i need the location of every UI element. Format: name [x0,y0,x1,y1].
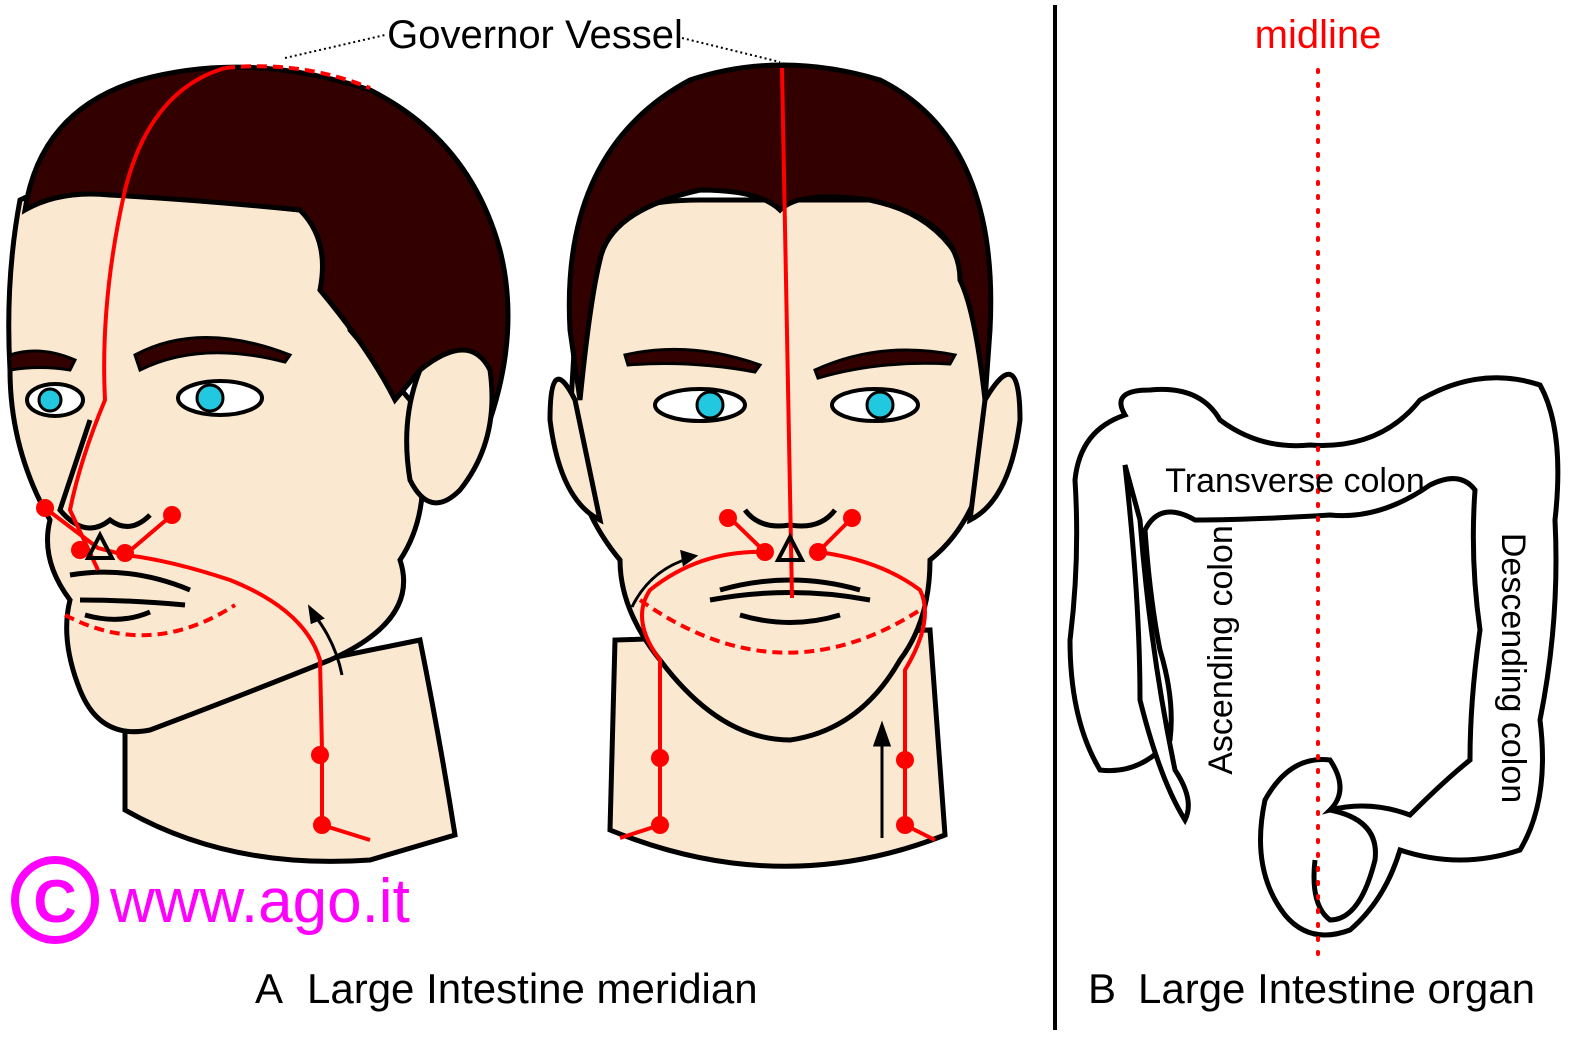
caption-b-text: Large Intestine organ [1138,965,1535,1012]
large-intestine-meridian [43,64,936,842]
iris-left [37,387,63,413]
governor-vessel-leader-right [681,37,781,63]
eyebrow-right [133,336,293,373]
governor-vessel-dashed-top [224,64,371,90]
meridian-path-side [43,506,324,825]
caption-b-letter: B [1088,965,1116,1012]
triangle-markers [84,530,806,562]
meridian-dashed-jaw-side [64,603,237,638]
eyebrow-left [8,349,78,372]
hair-front [566,62,994,401]
iris-front-right [865,390,895,420]
acupoints [36,499,914,834]
watermark-url[interactable]: www.ago.it [109,867,410,936]
caption-a-text: Large Intestine meridian [307,965,758,1012]
svg-text:C: C [33,868,76,935]
ear-front-left [547,376,604,525]
ascending-colon-label: Ascending colon [1202,525,1240,775]
eyebrow-front-right [813,348,958,380]
governor-vessel-line-front [780,67,794,599]
caption-a-letter: A [255,965,283,1012]
iris-right [195,383,225,413]
head-front-view [547,62,1023,869]
governor-vessel-leader-left [284,34,386,59]
midline-label: midline [1255,13,1382,57]
iris-front-left [695,390,725,420]
copyright-icon [11,856,99,944]
head-side-view [6,64,511,864]
triangle-icon [84,530,116,560]
appendix [1122,464,1191,826]
governor-vessel-line-side [67,66,226,571]
meridian-dashed-jaw-front [638,598,922,655]
eyebrow-front-left [623,347,763,374]
ear-front-right [966,371,1023,525]
watermark: C www.ago.it [11,856,410,944]
descending-colon-label: Descending colon [1494,533,1532,803]
meridian-front-left [640,516,771,825]
direction-arrows [307,549,892,838]
meridian-front-right [813,516,927,825]
governor-vessel-label: Governor Vessel [387,13,683,57]
mouth-side [69,569,191,622]
transverse-colon-label: Transverse colon [1165,462,1425,500]
triangle-icon [774,532,806,562]
ear-side [404,347,495,506]
